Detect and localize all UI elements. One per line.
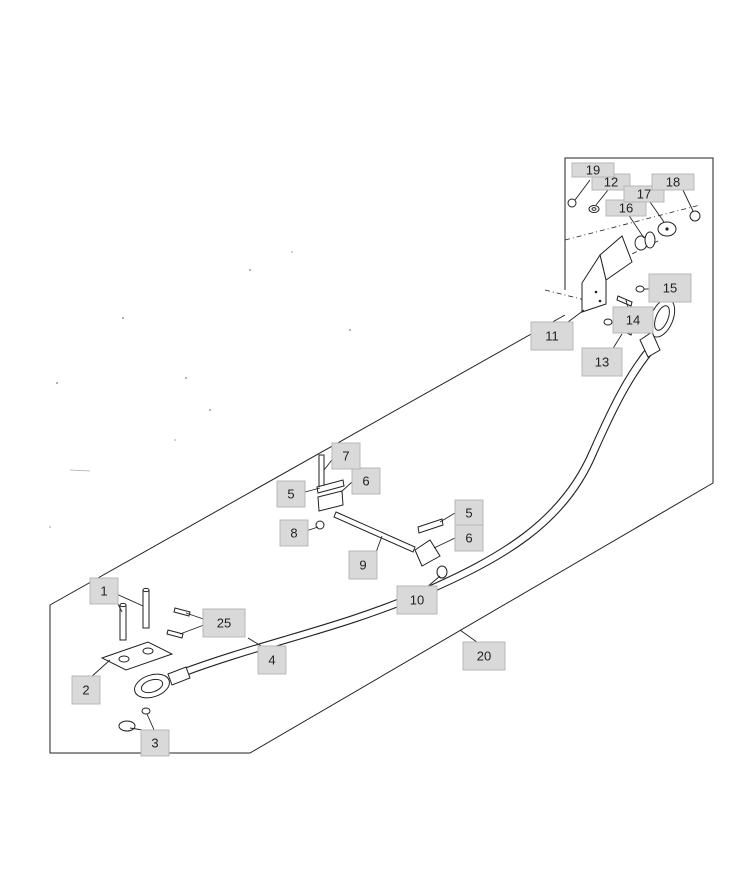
callout-15-label: 15	[663, 281, 677, 296]
callout-7-label: 7	[342, 449, 349, 464]
callout-3: 3	[140, 729, 170, 757]
callout-2-label: 2	[82, 683, 89, 698]
assembly-dash-line-top	[564, 204, 701, 241]
callout-6a: 6	[351, 467, 381, 495]
callout-12-label: 12	[604, 175, 618, 190]
callout-20: 20	[462, 641, 506, 671]
callout-25-label: 25	[217, 616, 231, 631]
callout-1: 1	[89, 577, 119, 605]
callout-9: 9	[348, 550, 378, 580]
callout-16-label: 16	[619, 201, 633, 216]
callout-18: 18	[651, 173, 695, 191]
callout-6a-label: 6	[362, 474, 369, 489]
callout-19-label: 19	[586, 163, 600, 178]
callout-8: 8	[279, 519, 309, 547]
callout-5b-label: 5	[465, 506, 472, 521]
callout-5a-label: 5	[287, 487, 294, 502]
callout-11-label: 11	[545, 329, 559, 344]
callout-5b: 5	[454, 499, 484, 527]
bracket-hardware	[567, 198, 701, 336]
callout-11: 11	[530, 321, 574, 351]
callout-13: 13	[581, 347, 623, 377]
callout-14: 14	[612, 306, 654, 334]
callout-15: 15	[648, 273, 692, 303]
callout-25: 25	[202, 608, 246, 638]
callout-4: 4	[257, 645, 287, 675]
callout-17-label: 17	[637, 187, 651, 202]
callout-6b: 6	[454, 524, 484, 552]
assembly-dash-line-low	[544, 289, 586, 301]
lower-parts	[100, 587, 191, 732]
callout-10-label: 10	[410, 593, 424, 608]
callout-5a: 5	[276, 480, 306, 508]
callout-1-label: 1	[100, 584, 107, 599]
callout-19: 19	[571, 162, 615, 178]
callout-4-label: 4	[268, 653, 275, 668]
assembly-frame	[49, 157, 714, 754]
callout-14-label: 14	[626, 313, 640, 328]
callout-2: 2	[71, 675, 101, 705]
callout-12: 12	[591, 173, 631, 191]
callout-3-label: 3	[151, 736, 158, 751]
callout-18-label: 18	[666, 175, 680, 190]
callout-20-label: 20	[477, 649, 491, 664]
callout-8-label: 8	[290, 526, 297, 541]
callout-13-label: 13	[595, 355, 609, 370]
callout-7: 7	[331, 442, 361, 470]
scan-specks	[49, 251, 351, 528]
callout-6b-label: 6	[465, 531, 472, 546]
callout-10: 10	[396, 585, 438, 615]
callout-9-label: 9	[359, 558, 366, 573]
cable	[134, 298, 676, 699]
center-linkage	[315, 454, 448, 579]
